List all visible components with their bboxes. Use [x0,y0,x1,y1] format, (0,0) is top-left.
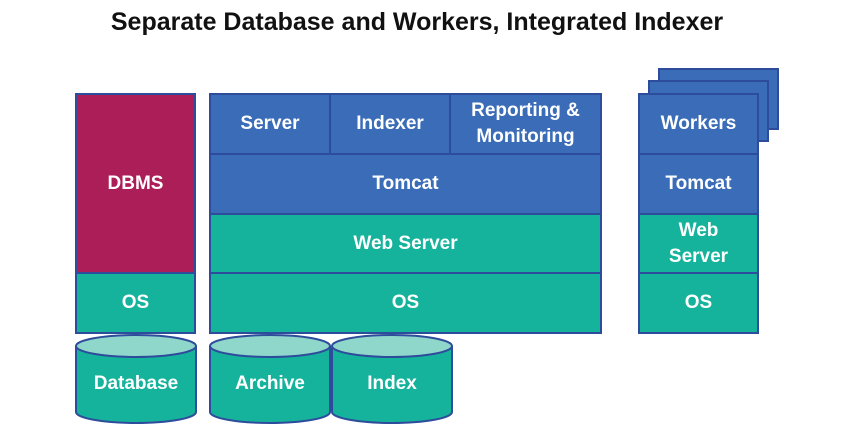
dbms-block: DBMS [75,93,196,274]
workers-os-block: OS [638,272,759,334]
workers-label: Workers [660,113,737,134]
archive-label: Archive [235,373,305,394]
app-tomcat-block: Tomcat [209,153,602,215]
indexer-block: Indexer [329,93,451,155]
reporting-monitoring-block: Reporting & Monitoring [449,93,602,155]
app-os-label: OS [391,292,420,313]
database-label: Database [93,373,179,394]
index-label: Index [367,373,417,394]
diagram-title: Separate Database and Workers, Integrate… [110,8,724,36]
app-os-block: OS [209,272,602,334]
indexer-label: Indexer [356,113,424,134]
dbms-label: DBMS [107,172,164,194]
workers-os-label: OS [684,292,713,313]
server-label: Server [240,113,300,134]
db-os-block: OS [75,272,196,334]
db-os-label: OS [121,292,150,313]
workers-web-server-block: Web Server [638,213,759,274]
app-tomcat-label: Tomcat [372,173,439,194]
reporting-monitoring-label: Reporting & Monitoring [471,100,580,147]
workers-block: Workers [638,93,759,155]
archive-cylinder [209,334,331,424]
server-block: Server [209,93,331,155]
app-web-server-label: Web Server [353,232,458,254]
workers-web-server-label: Web Server [668,219,729,267]
workers-tomcat-label: Tomcat [665,173,732,194]
index-cylinder [331,334,453,424]
database-cylinder [75,334,197,424]
app-web-server-block: Web Server [209,213,602,274]
workers-tomcat-block: Tomcat [638,153,759,215]
